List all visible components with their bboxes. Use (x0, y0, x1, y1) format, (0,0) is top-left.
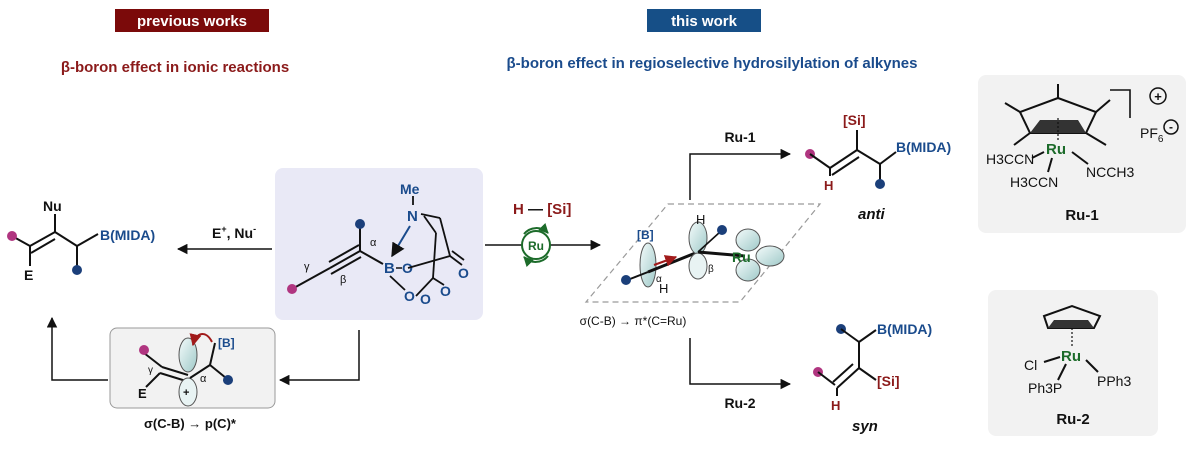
ru1-name: Ru-1 (1065, 207, 1098, 224)
anti-product-silicon: [Si] (843, 112, 866, 128)
ru2-chloride: Cl (1024, 357, 1037, 373)
ru1-ligand-right: NCCH3 (1086, 164, 1134, 180)
ru1-ligand-left-lower: H3CCN (1010, 174, 1058, 190)
anti-product-hydrogen: H (824, 178, 833, 193)
carbocation-electrophile: E (138, 386, 147, 401)
substrate-n-methyl: Me (400, 181, 420, 197)
syn-product-silicon: [Si] (877, 373, 900, 389)
substrate-beta-label: β (340, 274, 346, 286)
carbocation-caption: σ(C-B) → p(C)* (144, 416, 237, 431)
substrate-oxygen-3: O (420, 291, 431, 307)
substrate-oxygen-2: O (404, 288, 415, 304)
ru2-arrow-label: Ru-2 (724, 395, 755, 411)
ru1-charge-minus: - (1169, 120, 1173, 134)
electrophile-nucleophile-label: E+, Nu- (212, 224, 256, 241)
substrate-oxygen-4: O (440, 283, 451, 299)
ru1-complex-panel: Ru H3CCN H3CCN NCCH3 + PF6 - Ru-1 (978, 75, 1186, 233)
left-subtitle: β-boron effect in ionic reactions (61, 59, 289, 76)
ru1-ligand-left-upper: H3CCN (986, 151, 1034, 167)
ru2-branch-arrow: Ru-2 (689, 338, 792, 411)
carbocation-alpha: α (200, 373, 207, 385)
substrate-oxygen-5: O (458, 265, 469, 281)
hydrosilylation-arrow: H — [Si] Ru (485, 201, 602, 267)
previous-works-header: previous works (115, 9, 269, 32)
anti-label: anti (858, 206, 886, 223)
ru1-arrow-label: Ru-1 (724, 129, 755, 145)
ru1-branch-arrow: Ru-1 (689, 129, 792, 200)
carbocation-pathway-arrows (46, 316, 360, 386)
ts-hydrogen-top: H (696, 212, 705, 227)
previous-works-label: previous works (137, 13, 247, 30)
ru1-charge-plus: + (1154, 89, 1162, 104)
syn-product-boron-group: B(MIDA) (877, 321, 932, 337)
ionic-product-structure: Nu E B(MIDA) (7, 198, 155, 283)
carbocation-intermediate: E γ + α [B] σ(C-B) → p(C)* (109, 327, 276, 431)
ionic-product-boron-group: B(MIDA) (100, 227, 155, 243)
this-work-label: this work (671, 13, 738, 30)
ionic-product-nucleophile: Nu (43, 198, 62, 214)
carbocation-plus: + (183, 387, 189, 399)
ru1-ruthenium: Ru (1046, 141, 1066, 158)
ru2-phosphine-right: PPh3 (1097, 373, 1131, 389)
carbocation-boron-label: [B] (218, 336, 235, 350)
arrow-to-ionic-product: E+, Nu- (176, 224, 272, 255)
anti-product-structure: H [Si] B(MIDA) anti (805, 112, 951, 223)
ts-hydrogen-bottom: H (659, 281, 668, 296)
ru2-name: Ru-2 (1056, 411, 1089, 428)
ru1-counterion: PF6 (1140, 125, 1164, 145)
this-work-header: this work (647, 9, 761, 32)
hydrosilane-label: H — [Si] (513, 201, 571, 218)
ru-catalyst-label: Ru (528, 239, 544, 253)
ts-boron-label: [B] (637, 228, 654, 242)
substrate-gamma-label: γ (304, 261, 310, 273)
syn-label: syn (852, 418, 878, 435)
ru2-complex-panel: Ru Cl Ph3P PPh3 Ru-2 (988, 290, 1158, 436)
substrate-structure: γ β α B O O O O O N Me (275, 168, 483, 320)
ts-ruthenium: Ru (732, 249, 751, 265)
substrate-nitrogen: N (407, 208, 418, 225)
ru2-phosphine-left: Ph3P (1028, 380, 1062, 396)
substrate-oxygen-1: O (402, 260, 413, 276)
ts-alpha: α (656, 274, 662, 285)
ts-caption: σ(C-B) → π*(C=Ru) (580, 314, 687, 328)
syn-product-hydrogen: H (831, 398, 840, 413)
ionic-product-electrophile: E (24, 267, 33, 283)
ru-transition-state: [B] H α H β Ru σ(C-B) → π*(C=Ru) (580, 203, 822, 328)
substrate-boron: B (384, 260, 395, 277)
carbocation-gamma: γ (148, 365, 153, 376)
ru2-ruthenium: Ru (1061, 348, 1081, 365)
syn-product-structure: B(MIDA) [Si] H syn (813, 321, 932, 435)
ts-beta: β (708, 264, 714, 275)
anti-product-boron-group: B(MIDA) (896, 139, 951, 155)
right-subtitle: β-boron effect in regioselective hydrosi… (507, 55, 918, 72)
substrate-alpha-label: α (370, 237, 377, 249)
